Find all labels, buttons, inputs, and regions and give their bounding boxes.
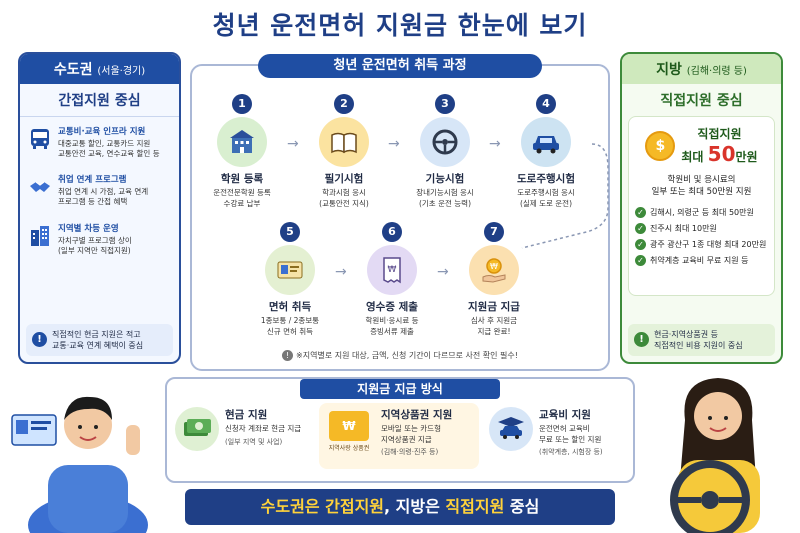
cash-icon [175, 407, 219, 451]
info-icon: ! [282, 350, 294, 361]
check-icon: ✓ [635, 254, 646, 266]
list-item: ✓취약계층 교육비 무료 지원 등 [635, 254, 768, 266]
receipt-icon: ₩ [367, 245, 417, 295]
arrow-icon: → [335, 264, 347, 280]
metro-subtitle: 간접지원 중심 [20, 90, 179, 117]
metro-item: 지역별 차등 운영 자치구별 프로그램 상이(일부 지역만 직접지원) [28, 222, 171, 256]
car-icon [521, 117, 571, 167]
svg-text:₩: ₩ [388, 265, 397, 275]
voucher-card-icon: ₩ [329, 411, 369, 441]
metro-panel: 수도권 (서울·경기) 간접지원 중심 교통비·교육 인프라 지원 대중교통 할… [18, 52, 181, 364]
summary-banner: 수도권은 간접지원, 지방은 직접지원 중심 [185, 489, 615, 525]
arrow-icon: → [437, 264, 449, 280]
list-item: ✓진주시 최대 10만원 [635, 222, 768, 234]
svg-text:₩: ₩ [490, 262, 498, 271]
man-with-license-illustration [11, 396, 148, 533]
connector-line [521, 143, 609, 249]
check-icon: ✓ [635, 206, 646, 218]
process-header: 청년 운전면허 취득 과정 [258, 54, 542, 78]
bus-icon [28, 127, 52, 151]
metro-header: 수도권 (서울·경기) [20, 54, 179, 84]
regional-panel: 지방 (김해·의령 등) 직접지원 중심 $ 직접지원 최대 50만원 학원비 … [620, 52, 783, 364]
step-2: 2 필기시험 학과시험 응시(교통안전 지식) [294, 94, 394, 209]
regional-subtitle: 직접지원 중심 [660, 93, 743, 109]
graduation-car-icon [489, 407, 533, 451]
building-icon [28, 224, 52, 248]
payment-item-cash: 현금 지원 신청자 계좌로 현금 지급 (일부 지역 및 사업) [175, 407, 301, 451]
woman-driving-illustration [670, 378, 760, 533]
arrow-icon: → [489, 136, 501, 152]
info-icon: ! [634, 331, 649, 347]
list-item: ✓광주 광산구 1종 대형 최대 20만원 [635, 238, 768, 250]
regional-header: 지방 (김해·의령 등) [622, 54, 781, 84]
steering-wheel-icon [420, 117, 470, 167]
payment-header: 지원금 지급 방식 [300, 379, 500, 399]
regional-note: ! 현금·지역상품권 등 직접적인 비용 지원이 중심 [628, 323, 775, 356]
info-icon: ! [32, 331, 47, 347]
dollar-coin-icon: $ [645, 130, 676, 161]
step-3: 3 기능시험 장내기능시험 응시(기초 운전 능력) [395, 94, 495, 209]
handshake-icon [28, 175, 52, 199]
process-note: !※지역별로 지원 대상, 금액, 신청 기간이 다르므로 사전 확인 필수! [192, 350, 608, 361]
license-card-icon [265, 245, 315, 295]
school-icon [217, 117, 267, 167]
arrow-icon: → [388, 136, 400, 152]
book-icon [319, 117, 369, 167]
list-item: ✓김해시, 의령군 등 최대 50만원 [635, 206, 768, 218]
arrow-icon: → [287, 136, 299, 152]
check-icon: ✓ [635, 238, 646, 250]
step-4: 4 도로주행시험 도로주행시험 응시(실제 도로 운전) [496, 94, 596, 209]
metro-note: ! 직접적인 현금 지원은 적고 교통·교육 연계 혜택이 중심 [26, 323, 173, 356]
check-icon: ✓ [635, 222, 646, 234]
page-title: 청년 운전면허 지원금 한눈에 보기 [212, 11, 588, 40]
coin-hand-icon: ₩ [469, 245, 519, 295]
